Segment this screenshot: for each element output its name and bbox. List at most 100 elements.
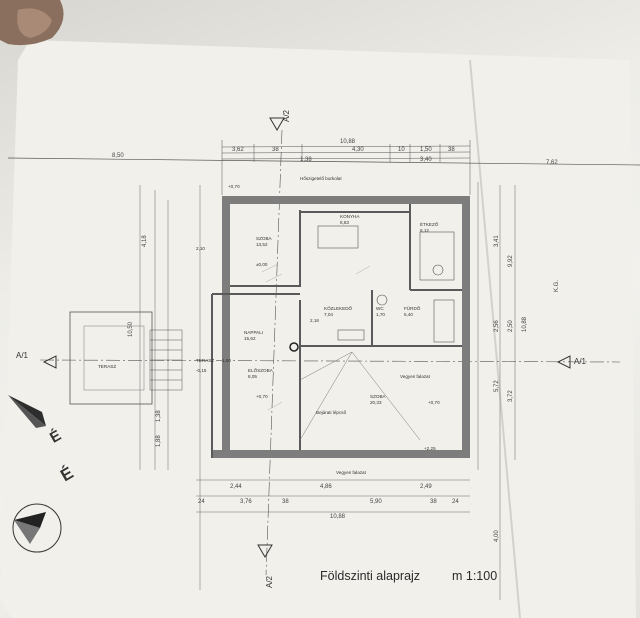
compass-circle [12,503,62,553]
room-9-name: TERASZ [196,358,214,363]
roof-lines [299,351,421,441]
construction-lines [139,182,516,600]
dim-right-2: 9,92 [508,255,514,267]
room-8-level: +0,70 [428,400,440,405]
room-1-level: ±0,00 [256,262,268,267]
height-2: 2,16 [310,318,319,323]
terrace-outline [69,311,153,405]
room-2-name: KONYHA [340,214,360,219]
dim-right-4: 3,72 [508,390,514,402]
plan-scale: m 1:100 [452,569,497,583]
section-mark-a1-right-triangle [556,355,571,369]
top-dimension-lines [221,140,471,195]
section-mark-a1-right: A/1 [574,357,587,366]
north-arrow-shade [8,395,46,428]
room-10-area: 15,62 [244,336,256,341]
level-corner: +2,25 [424,446,436,451]
compass-needle-icon [14,512,46,528]
dim-bottom-2: 4,86 [320,484,332,490]
hatch-lines [261,263,371,411]
section-mark-a1-left-triangle [42,355,57,369]
dim-top-row2-b: 3,40 [420,157,432,163]
section-mark-a2-bottom-triangle [257,544,273,558]
dim-total-top: 10,88 [340,139,356,145]
dim-right-3: 2,56 [494,320,500,332]
paper-fold [469,59,521,618]
dim-top-2: 38 [272,147,279,153]
section-line-a1 [39,359,621,363]
terrace-inner [83,325,145,391]
plan-title: Földszinti alaprajz [320,569,420,583]
room-1-area: 13,52 [256,242,268,247]
height-1: 2,10 [196,246,205,251]
dim-top-3: 4,30 [352,147,364,153]
level-top: +0,70 [228,184,240,189]
dim-bottom-r2-2: 3,76 [240,499,252,505]
dim-left-4: 1,88 [156,435,162,447]
dim-bottom-r2-3: 38 [282,499,289,505]
dim-left-setback: 8,50 [112,153,124,159]
dim-right-5: 5,72 [494,380,500,392]
dim-bottom-r2-6: 24 [452,499,459,505]
room-4-name: KÖZLEKEDŐ [324,305,353,311]
room-7-name: ELŐSZOBA [248,367,274,373]
dim-bottom-r2-4: 5,90 [370,499,382,505]
room-8-area: 20,33 [370,400,382,405]
room-3-area: 6,12 [420,228,429,233]
dim-left-3: 1,38 [156,410,162,422]
level-terrace: -0,15 [196,368,207,373]
entrance-stairs [149,329,183,391]
section-mark-a2-top: A/2 [282,109,291,122]
dim-top-5: 1,50 [420,147,432,153]
dim-top-6: 38 [448,147,455,153]
dim-top-row2-a: 1,38 [300,157,312,163]
interior-walls [211,204,462,458]
reference-line-top [7,157,640,166]
section-mark-a1-left: A/1 [16,351,29,360]
dim-right-setback: 7,62 [546,160,558,166]
room-2-area: 8,83 [340,220,349,225]
side-label: K.G. [554,280,560,292]
dim-bottom-total: 10,88 [330,514,346,520]
paper-sheet [0,40,636,618]
terrace-label: TERASZ [98,364,116,369]
note-wall: Vegyes falazat [400,374,431,379]
thumb-nail [17,8,52,38]
room-3-name: ÉTKEZŐ [420,221,439,227]
chimney-icon [289,342,299,352]
level-mid: +0,70 [256,394,268,399]
room-6-area: 1,70 [376,312,385,317]
dim-400: 4,00 [494,530,500,542]
dim-bottom-r2-1: 24 [198,499,205,505]
room-10-name: NAPPALI [244,330,263,335]
dim-right-7: 2,50 [508,320,514,332]
kitchen-fixtures [317,225,455,343]
dim-bottom-3: 2,49 [420,484,432,490]
dim-top-4: 10 [398,147,405,153]
dim-left-2: 10,50 [128,321,134,337]
dim-right-1: 3,41 [494,235,500,247]
room-1-name: SZOBA [256,236,273,241]
section-mark-a2-bottom: A/2 [265,575,274,588]
dim-right-6: 10,88 [522,316,528,332]
room-8-name: SZOBA [370,394,387,399]
exterior-walls [212,196,470,458]
section-line-a2 [265,129,283,576]
height-3: 1,80 [222,358,231,363]
room-4-area: 7,04 [324,312,333,317]
dim-bottom-1: 2,44 [230,484,242,490]
note-parapet: Bejárati lépcső [316,410,347,415]
note-heat: Hőszigetelő burkolat [300,176,342,181]
note-bottom: Vegyes falazat [336,470,367,475]
room-7-area: 8,05 [248,374,257,379]
dim-bottom-r2-5: 38 [430,499,437,505]
compass-needle-shade [14,520,40,544]
room-6-name: WC [376,306,384,311]
dim-left-1: 4,18 [142,235,148,247]
room-5-area: 5,40 [404,312,413,317]
section-mark-a2-top-triangle [269,117,285,131]
dim-top-1: 3,62 [232,147,244,153]
room-5-name: FÜRDŐ [404,305,421,311]
